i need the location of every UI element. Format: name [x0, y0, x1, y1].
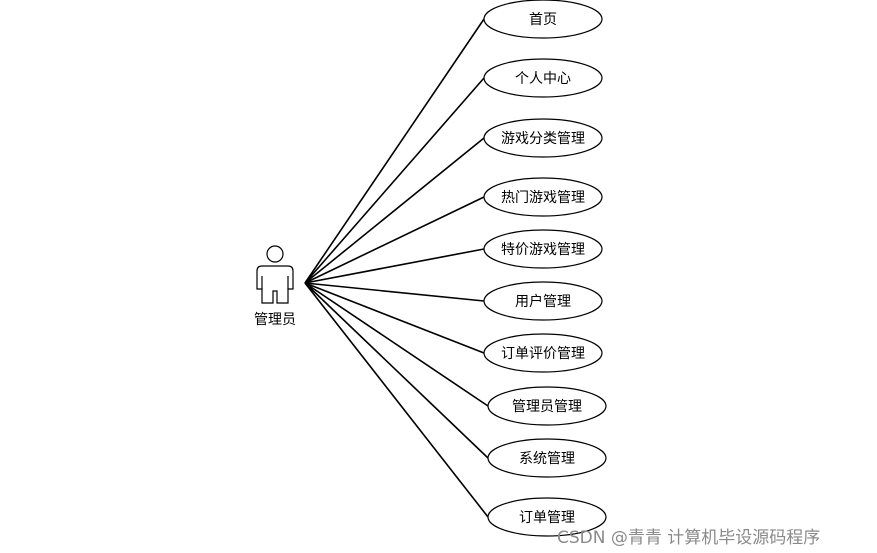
use-case-label: 首页 — [529, 12, 557, 28]
use-case-label: 个人中心 — [515, 71, 571, 87]
association-line — [304, 282, 485, 302]
association-line — [304, 282, 485, 354]
actor-figure — [256, 245, 294, 304]
use-case: 订单评价管理 — [483, 333, 603, 373]
watermark: CSDN @青青 计算机毕设源码程序 — [557, 528, 821, 548]
use-case-ellipse — [483, 0, 603, 39]
association-line — [304, 282, 489, 459]
use-case-label: 用户管理 — [515, 293, 571, 310]
association-line — [304, 248, 485, 284]
use-case-label: 热门游戏管理 — [501, 190, 585, 206]
use-case: 管理员管理 — [487, 386, 607, 426]
use-case-ellipse — [487, 497, 607, 537]
use-case: 首页 — [483, 0, 603, 39]
use-case-label: 特价游戏管理 — [501, 242, 585, 258]
use-case-label: 订单管理 — [519, 510, 575, 526]
use-case: 订单管理 — [487, 497, 607, 537]
use-case-label: 系统管理 — [519, 451, 575, 467]
use-case-label: 游戏分类管理 — [501, 131, 585, 147]
use-case: 系统管理 — [487, 438, 607, 478]
use-case-ellipse — [483, 177, 603, 217]
use-case-ellipse — [483, 118, 603, 158]
use-case: 用户管理 — [483, 281, 603, 321]
association-line — [304, 77, 485, 284]
use-case: 热门游戏管理 — [483, 177, 603, 217]
use-case-label: 管理员管理 — [512, 399, 582, 415]
use-case-ellipse — [487, 438, 607, 478]
association-line — [304, 196, 485, 284]
use-case: 游戏分类管理 — [483, 118, 603, 158]
use-case: 特价游戏管理 — [483, 229, 603, 269]
use-case-ellipse — [483, 229, 603, 269]
association-line — [304, 282, 489, 518]
use-case: 个人中心 — [483, 58, 603, 98]
use-case-ellipse — [483, 333, 603, 373]
association-line — [304, 282, 489, 407]
use-case-ellipse — [483, 58, 603, 98]
actor-body — [256, 265, 294, 304]
use-case-label: 订单评价管理 — [501, 346, 585, 362]
use-case-ellipse — [487, 386, 607, 426]
use-case-ellipse — [483, 281, 603, 321]
association-line — [304, 18, 485, 284]
association-line — [304, 137, 485, 284]
actor-label: 管理员 — [254, 312, 296, 328]
actor-head — [266, 245, 284, 263]
